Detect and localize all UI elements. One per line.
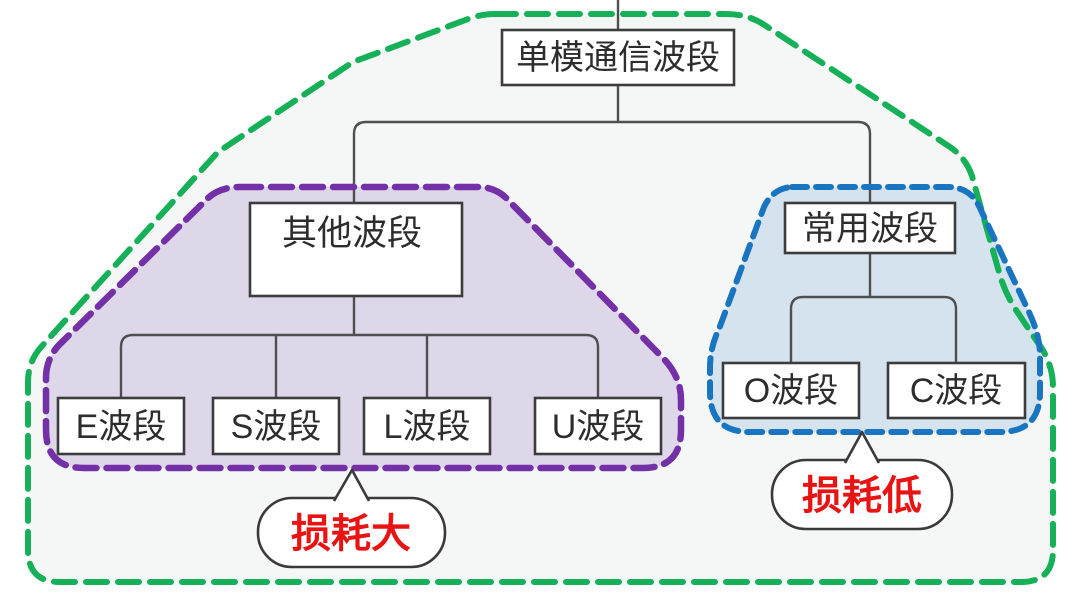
node-labels: 单模通信波段 其他波段 常用波段 E波段 S波段 L波段 U波段 O波段 C波段 [76, 39, 1003, 446]
left-group-border [42, 183, 685, 472]
left-group-fill [46, 187, 681, 468]
node-u-label: U波段 [552, 408, 645, 446]
nodes: 单模通信波段 其他波段 常用波段 E波段 S波段 L波段 U波段 O波段 C波段 [56, 28, 1027, 456]
node-e-box [56, 396, 186, 456]
node-l-label: L波段 [384, 408, 471, 446]
node-s-label: S波段 [231, 408, 322, 446]
node-common-box [783, 201, 957, 255]
node-root-box [500, 28, 736, 87]
callout-loss-low-tail [843, 430, 881, 464]
node-o-box [721, 361, 861, 420]
callout-loss-high: 损耗大 [256, 468, 447, 569]
node-c-box [886, 361, 1027, 420]
node-root-label: 单模通信波段 [516, 39, 720, 77]
node-o-label: O波段 [744, 372, 838, 410]
outer-region-border [25, 11, 1056, 585]
node-c-label: C波段 [910, 372, 1003, 410]
node-common-label: 常用波段 [802, 210, 938, 248]
connector-right-branch [789, 295, 958, 363]
node-box-fills [56, 28, 1027, 456]
node-u-box [533, 396, 663, 456]
callout-loss-high-tail [332, 468, 371, 502]
connector-level1 [352, 120, 872, 203]
callout-loss-low: 损耗低 [770, 430, 954, 531]
node-s-box [211, 396, 341, 456]
node-other-label: 其他波段 [282, 214, 422, 253]
node-other-box [248, 201, 464, 298]
callout-loss-high-label: 损耗大 [291, 512, 411, 556]
connectors [119, 0, 958, 398]
node-l-box [362, 396, 492, 456]
callout-loss-low-label: 损耗低 [802, 474, 922, 518]
node-e-label: E波段 [76, 408, 167, 446]
right-group-border [707, 184, 1043, 435]
connector-left-branch [119, 333, 600, 398]
